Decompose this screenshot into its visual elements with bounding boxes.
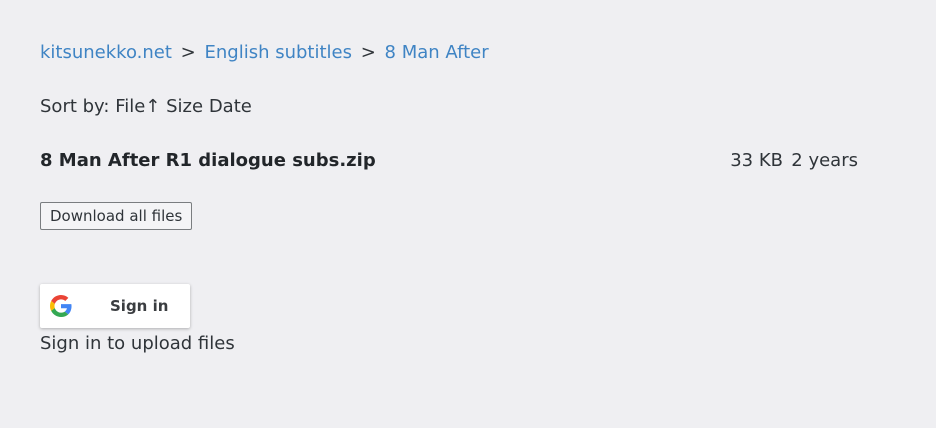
breadcrumb-home-link[interactable]: kitsunekko.net	[40, 42, 172, 63]
file-name-link[interactable]: 8 Man After R1 dialogue subs.zip	[40, 150, 376, 171]
signin-label: Sign in	[110, 297, 169, 315]
sort-by-file[interactable]: File↑	[115, 96, 161, 117]
google-g-icon	[50, 295, 72, 317]
breadcrumb-separator: >	[180, 42, 196, 63]
file-date: 2 years	[791, 150, 858, 171]
file-size: 33 KB	[730, 150, 783, 171]
file-row: 8 Man After R1 dialogue subs.zip 33 KB 2…	[40, 148, 858, 174]
breadcrumb: kitsunekko.net > English subtitles > 8 M…	[40, 41, 489, 65]
download-all-button[interactable]: Download all files	[40, 202, 193, 230]
breadcrumb-separator: >	[360, 42, 376, 63]
sort-by-size[interactable]: Size	[166, 96, 204, 117]
sort-by-date[interactable]: Date	[208, 96, 252, 117]
breadcrumb-current-link[interactable]: 8 Man After	[384, 42, 489, 63]
sort-bar: Sort by: File↑ Size Date	[40, 95, 252, 119]
google-signin-button[interactable]: Sign in	[40, 284, 190, 328]
upload-hint: Sign in to upload files	[40, 333, 235, 354]
sort-label: Sort by:	[40, 96, 110, 117]
breadcrumb-english-subtitles-link[interactable]: English subtitles	[204, 42, 352, 63]
